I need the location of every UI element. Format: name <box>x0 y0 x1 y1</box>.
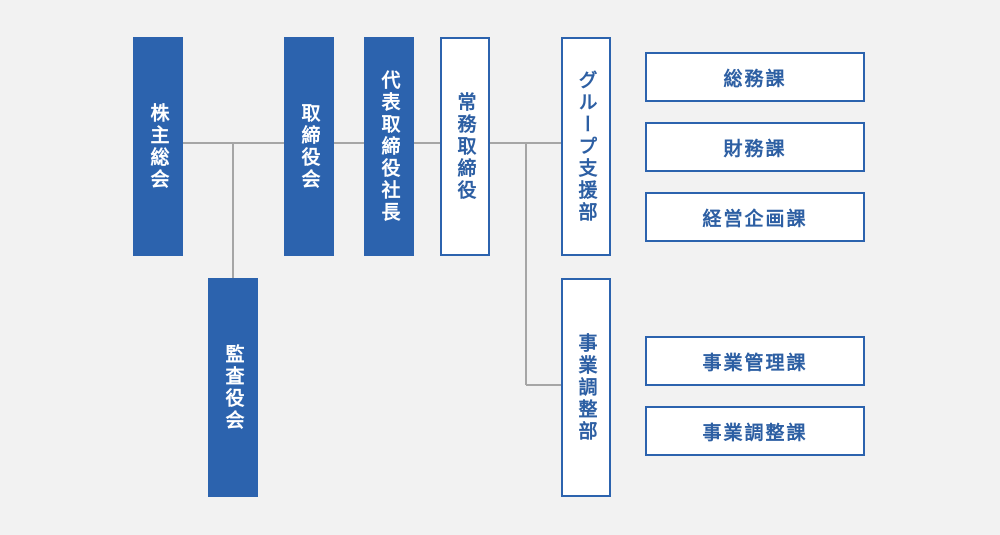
business-planning-section-box: 経営企画課 <box>645 192 865 242</box>
general-affairs-section-label: 総務課 <box>723 67 787 90</box>
business-management-section-box: 事業管理課 <box>645 336 865 386</box>
business-coordination-dept-label: 事業調整部 <box>575 332 598 443</box>
shareholders-meeting-label: 株主総会 <box>147 102 170 191</box>
board-of-directors-box: 取締役会 <box>284 37 334 256</box>
president-box: 代表取締役社長 <box>364 37 414 256</box>
business-management-section-label: 事業管理課 <box>702 351 808 374</box>
business-planning-section-label: 経営企画課 <box>702 207 808 230</box>
group-support-dept-box: グループ支援部 <box>561 37 611 256</box>
business-coordination-section-box: 事業調整課 <box>645 406 865 456</box>
business-coordination-section-label: 事業調整課 <box>702 421 808 444</box>
shareholders-meeting-box: 株主総会 <box>133 37 183 256</box>
group-support-dept-label: グループ支援部 <box>575 69 598 224</box>
audit-board-box: 監査役会 <box>208 278 258 497</box>
finance-section-box: 財務課 <box>645 122 865 172</box>
general-affairs-section-box: 総務課 <box>645 52 865 102</box>
managing-director-label: 常務取締役 <box>454 91 477 202</box>
finance-section-label: 財務課 <box>723 137 787 160</box>
audit-board-label: 監査役会 <box>222 343 245 432</box>
president-label: 代表取締役社長 <box>378 69 401 224</box>
board-of-directors-label: 取締役会 <box>298 102 321 191</box>
managing-director-box: 常務取締役 <box>440 37 490 256</box>
business-coordination-dept-box: 事業調整部 <box>561 278 611 497</box>
